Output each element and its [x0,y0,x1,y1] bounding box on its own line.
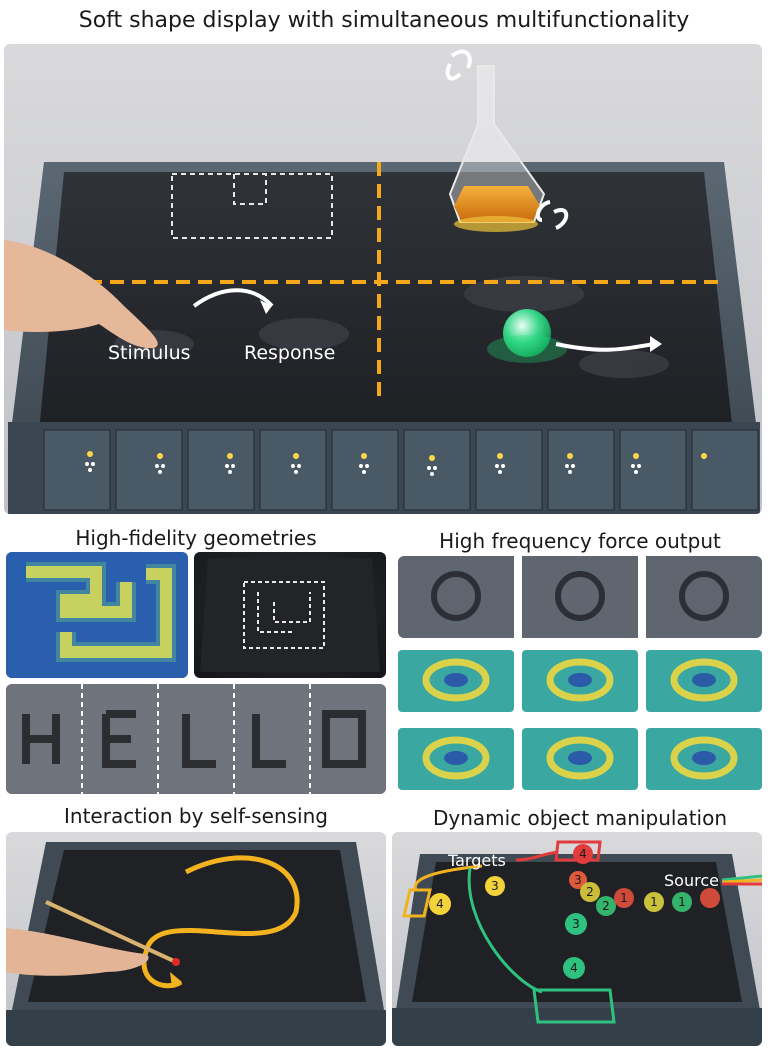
stimulus-label: Stimulus [108,342,191,364]
table-surface [38,172,734,442]
ball-label-10: 4 [579,847,587,861]
ball-label-9: 4 [570,961,578,975]
ball-label-1: 3 [491,879,499,893]
ball-label-5: 1 [620,891,628,905]
ball-label-2: 3 [574,873,582,887]
manipulation-illustration: 4 3 3 2 2 1 1 1 3 4 4 Targets Source [392,840,762,1046]
trace-path [141,855,300,989]
ball-label-6: 1 [650,895,658,909]
sensing-photo [6,832,386,1046]
ball-label-0: 4 [436,897,444,911]
ball-label-8: 3 [572,917,580,931]
manipulation-title: Dynamic object manipulation [432,806,727,830]
green-ball [503,309,551,357]
shape-outline-dashed [171,173,333,239]
rotate-arrows [445,49,569,230]
force-photos [398,556,762,638]
ball-arrow [555,342,655,352]
main-photo: Stimulus Response [4,44,762,514]
flask [448,65,546,232]
hand [4,240,158,349]
manipulation-photo: 4 3 3 2 2 1 1 1 3 4 4 Targets Source [392,832,762,1046]
geometries-title: High-fidelity geometries [75,526,317,550]
targets-label: Targets [447,851,506,870]
stimulus-arrow [192,288,274,308]
ball-label-3: 2 [586,885,594,899]
main-illustration [4,49,760,514]
figure-title: Soft shape display with simultaneous mul… [78,8,690,33]
hello-strip [6,684,386,794]
source-label: Source [664,871,719,890]
ball-label-4: 2 [602,899,610,913]
response-label: Response [244,342,336,364]
heightmap-render [6,552,188,678]
ball-label-7: 1 [678,895,686,909]
maze-photo [194,552,386,678]
force-heatmaps [398,644,762,794]
force-title: High frequency force output [439,529,721,553]
sensing-title: Interaction by self-sensing [64,804,328,828]
